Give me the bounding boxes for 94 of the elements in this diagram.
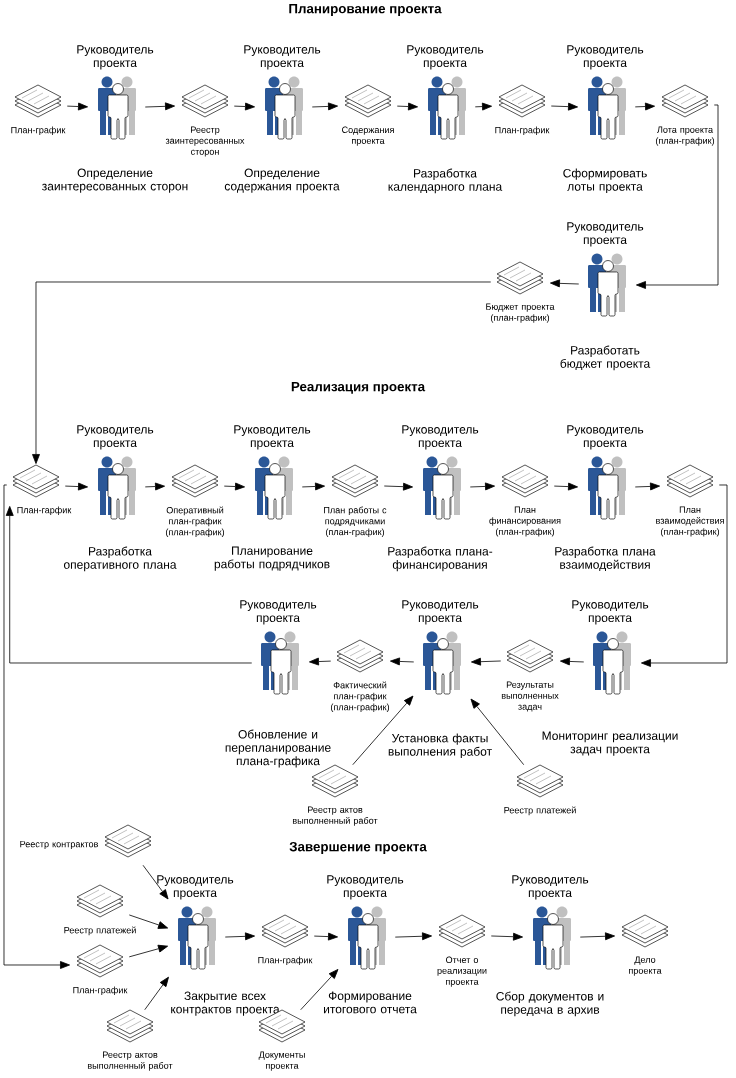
document-label: План финансирования (план-график) — [489, 506, 561, 537]
document-label: План-график — [11, 126, 66, 136]
arrow — [474, 102, 492, 111]
arrow — [490, 932, 523, 941]
arrow — [32, 281, 492, 464]
arrow — [471, 657, 502, 666]
arrow — [300, 969, 339, 1011]
role-label: Руководитель проекта — [567, 222, 644, 247]
arrow — [313, 932, 338, 941]
role-label: Руководитель проекта — [567, 425, 644, 450]
document-label: План-гарфик — [17, 506, 72, 516]
arrow — [128, 944, 169, 958]
arrow — [383, 482, 413, 491]
arrow — [550, 279, 580, 288]
role-label: Руководитель проекта — [244, 45, 321, 70]
document-label: Отчет о реализации проекта — [437, 956, 487, 987]
arrow — [634, 482, 660, 491]
task-label: Мониторинг реализации задач проекта — [542, 731, 678, 756]
role-label: Руководитель проекта — [240, 600, 317, 625]
document-label: Реестр платежей — [504, 806, 576, 816]
document-label: Результаты выполненных задач — [501, 681, 559, 712]
arrow — [224, 932, 255, 941]
task-label: Разработка плана взаимодействия — [555, 546, 656, 572]
section-title: Завершение проекта — [289, 841, 427, 854]
task-label: Разработка плана-финансирования — [388, 546, 493, 572]
task-label: Обновление и перепланирование плана-графика — [225, 729, 331, 768]
document-label: Дело проекта — [629, 956, 662, 976]
document-label: План работы с подрядчиками (план-график) — [324, 506, 387, 537]
role-label: Руководитель проекта — [572, 600, 649, 625]
arrow — [309, 657, 332, 666]
task-label: Планирование работы подрядчиков — [214, 546, 330, 571]
document-label: Оперативный план-график (план-график) — [165, 506, 225, 538]
document-label: План-график — [73, 986, 128, 996]
arrow — [579, 932, 615, 941]
document-label: Реестр платежей — [64, 926, 136, 936]
document-label: Содержания проекта — [342, 126, 394, 146]
document-label: Фактический план-график (план-график) — [330, 681, 390, 713]
arrow — [390, 657, 415, 666]
document-label: Реестр актов выполненный работ — [87, 1051, 173, 1071]
document-label: Лота проекта (план-график) — [656, 126, 715, 146]
role-label: Руководитель проекта — [402, 600, 479, 625]
role-label: Руководитель проекта — [327, 875, 404, 900]
arrow — [128, 914, 169, 929]
document-label: Бюджет проекта (план-график) — [486, 303, 555, 323]
task-label: Определение содержания проекта — [224, 168, 340, 193]
arrow — [311, 102, 338, 111]
arrow — [144, 482, 165, 491]
document-label: План-график — [495, 126, 550, 136]
role-label: Руководитель проекта — [234, 425, 311, 450]
document-label: План-график — [258, 956, 313, 966]
arrow — [396, 102, 418, 111]
arrow — [144, 102, 175, 111]
document-label: Реестр актов выполненный работ — [292, 806, 378, 826]
arrow — [560, 657, 585, 666]
arrow — [470, 698, 525, 766]
task-label: Сформировать лоты проекта — [563, 168, 647, 194]
arrow — [352, 695, 414, 766]
section-title: Реализация проекта — [291, 382, 426, 394]
role-label: Руководитель проекта — [567, 45, 644, 70]
arrow — [301, 482, 325, 491]
arrow — [233, 102, 255, 111]
arrow — [641, 484, 728, 667]
arrow — [469, 482, 495, 491]
arrow — [636, 104, 719, 289]
arrow — [550, 102, 578, 111]
arrow — [553, 482, 578, 491]
arrow — [144, 976, 169, 1011]
document-label: План взаимодействия (план-график) — [656, 506, 724, 537]
task-label: Разработка календарного плана — [388, 168, 503, 194]
role-label: Руководитель проекта — [512, 875, 589, 900]
arrow — [634, 102, 655, 111]
document-label: Реестр заинтересованных сторон — [165, 126, 245, 157]
task-label: Формирование итогового отчета — [324, 991, 417, 1014]
arrow — [142, 864, 169, 900]
section-title: Планирование проекта — [289, 4, 442, 16]
task-label: Определение заинтересованных сторон — [42, 168, 188, 193]
task-label: Установка факты выполнения работ — [388, 733, 492, 759]
role-label: Руководитель проекта — [77, 45, 154, 70]
arrow — [223, 482, 245, 491]
task-label: Сбор документов и передача в архив — [496, 991, 604, 1017]
document-label: Документы проекта — [258, 1051, 305, 1071]
arrow — [64, 482, 88, 491]
arrow — [394, 932, 432, 941]
document-label: Реестр контрактов — [20, 840, 98, 850]
task-label: Закрытие всех контрактов проекта — [171, 991, 280, 1016]
role-label: Руководитель проекта — [157, 875, 234, 900]
role-label: Руководитель проекта — [77, 425, 154, 450]
arrow — [66, 102, 88, 111]
task-label: Разработать бюджет проекта — [560, 345, 651, 371]
task-label: Разработка оперативного плана — [63, 546, 177, 572]
arrow — [5, 506, 253, 664]
arrow — [3, 484, 70, 969]
role-label: Руководитель проекта — [402, 425, 479, 450]
role-label: Руководитель проекта — [407, 45, 484, 70]
